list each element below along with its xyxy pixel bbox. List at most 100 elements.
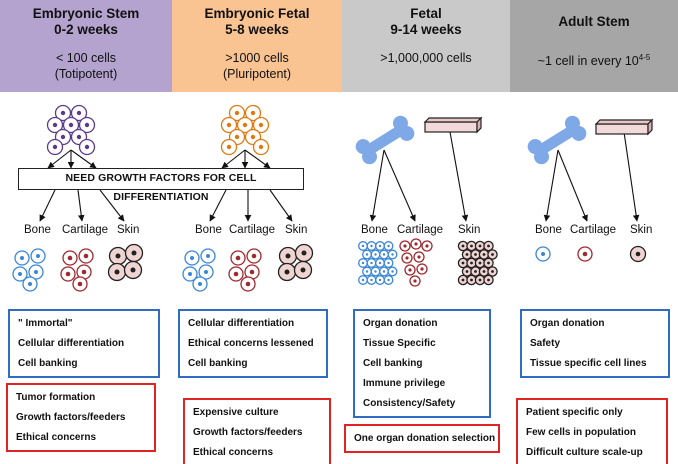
advantages-embryonic-fetal: Cellular differentiation Ethical concern…	[178, 309, 328, 378]
cell	[383, 258, 394, 268]
cartilage-cells	[228, 248, 262, 282]
cell	[240, 276, 256, 292]
list-item: Immune privilege	[363, 378, 446, 389]
advantages-adult-stem: Organ donation Safety Tissue specific ce…	[520, 309, 670, 378]
header-title: Fetal	[410, 6, 442, 21]
list-item: Organ donation	[363, 318, 438, 329]
arrow	[543, 149, 559, 222]
cell	[12, 266, 28, 282]
skin-cells	[277, 243, 314, 282]
disadvantages-adult-stem: Patient specific only Few cells in popul…	[516, 398, 668, 464]
header-title: Adult Stem	[558, 14, 630, 29]
header-adult-stem: Adult Stem ~1 cell in every 104-5	[510, 0, 678, 92]
cell	[474, 274, 486, 286]
differentiated-cells	[12, 238, 647, 292]
stem-cell	[54, 104, 72, 122]
cell	[629, 245, 647, 263]
cell	[416, 263, 428, 275]
bone-shape	[355, 115, 415, 165]
bone-cell	[535, 246, 551, 262]
cell	[466, 274, 477, 286]
skin-cell	[629, 245, 647, 263]
arrow	[209, 189, 227, 222]
list-item: Organ donation	[530, 318, 605, 329]
list-item: Expensive culture	[193, 407, 279, 418]
stem-cell	[252, 138, 270, 156]
stem-cell	[62, 116, 80, 134]
cell	[294, 243, 314, 263]
cell	[358, 275, 368, 285]
advantages-embryonic-stem: " Immortal" Cellular differentiation Cel…	[8, 309, 160, 378]
cell	[278, 246, 298, 266]
list-item: One organ donation selection	[354, 433, 496, 444]
bone-cells	[192, 276, 208, 292]
header-cell-count: < 100 cells	[55, 51, 117, 65]
cell	[62, 250, 78, 266]
header-subtitle: 5-8 weeks	[225, 22, 289, 37]
cell	[366, 275, 377, 285]
organ-shapes	[355, 115, 654, 165]
label-bone: Bone	[195, 224, 222, 236]
cell	[375, 275, 385, 285]
cell	[123, 260, 143, 280]
cell	[358, 258, 368, 268]
cell	[461, 266, 473, 277]
cell	[421, 240, 433, 252]
cell	[487, 266, 498, 277]
cell	[410, 238, 422, 250]
label-skin: Skin	[630, 224, 653, 236]
header-cell-count: ~1 cell in every 104-5	[510, 50, 678, 69]
stem-cell	[78, 116, 96, 134]
skin-block	[594, 118, 654, 136]
cell	[184, 250, 200, 266]
list-item: Cell banking	[363, 358, 423, 369]
cell	[457, 240, 469, 252]
cell	[375, 258, 385, 268]
cell	[379, 249, 389, 260]
stem-cell	[252, 116, 270, 134]
skin-block	[423, 116, 483, 134]
cell	[30, 248, 46, 264]
cell	[404, 264, 416, 276]
cell	[483, 274, 494, 286]
skin-tissue	[457, 240, 498, 286]
stem-cell	[244, 104, 262, 122]
stem-cell	[70, 104, 88, 122]
disadvantages-embryonic-stem: Tumor formation Growth factors/feeders E…	[6, 383, 156, 452]
label-skin: Skin	[458, 224, 481, 236]
list-item: Cell banking	[18, 358, 78, 369]
header-fetal: Fetal 9-14 weeks >1,000,000 cells	[342, 0, 510, 92]
list-item: Patient specific only	[526, 407, 623, 418]
header-potency: (Totipotent)	[54, 67, 118, 81]
header-potency: (Pluripotent)	[222, 67, 292, 81]
cell	[230, 250, 246, 266]
arrow	[557, 149, 588, 222]
list-item: Safety	[530, 338, 561, 349]
cell	[362, 249, 372, 260]
header-cell-count: >1,000,000 cells	[380, 51, 472, 65]
stem-cell-cluster-purple	[46, 104, 96, 156]
arrow	[77, 189, 85, 222]
arrow	[70, 149, 97, 169]
label-cartilage: Cartilage	[229, 224, 276, 236]
cell	[577, 246, 593, 262]
advantages-fetal: Organ donation Tissue Specific Cell bank…	[353, 309, 491, 418]
arrow	[221, 149, 246, 169]
label-bone: Bone	[535, 224, 562, 236]
list-item: Tissue specific cell lines	[530, 358, 647, 369]
bone-cells	[22, 276, 38, 292]
cell	[383, 241, 394, 251]
list-item: " Immortal"	[18, 318, 73, 329]
header-title: Embryonic Stem	[32, 6, 140, 21]
cell	[366, 241, 377, 251]
cell	[362, 266, 372, 277]
arrow	[269, 189, 293, 222]
bone-cells	[12, 248, 46, 282]
disadvantages-fetal: One organ donation selection	[344, 424, 500, 453]
cartilage-cells	[240, 276, 256, 292]
arrow	[449, 131, 469, 222]
cell	[107, 262, 127, 282]
cell	[387, 249, 398, 260]
cell	[413, 251, 425, 263]
arrows	[39, 131, 640, 222]
